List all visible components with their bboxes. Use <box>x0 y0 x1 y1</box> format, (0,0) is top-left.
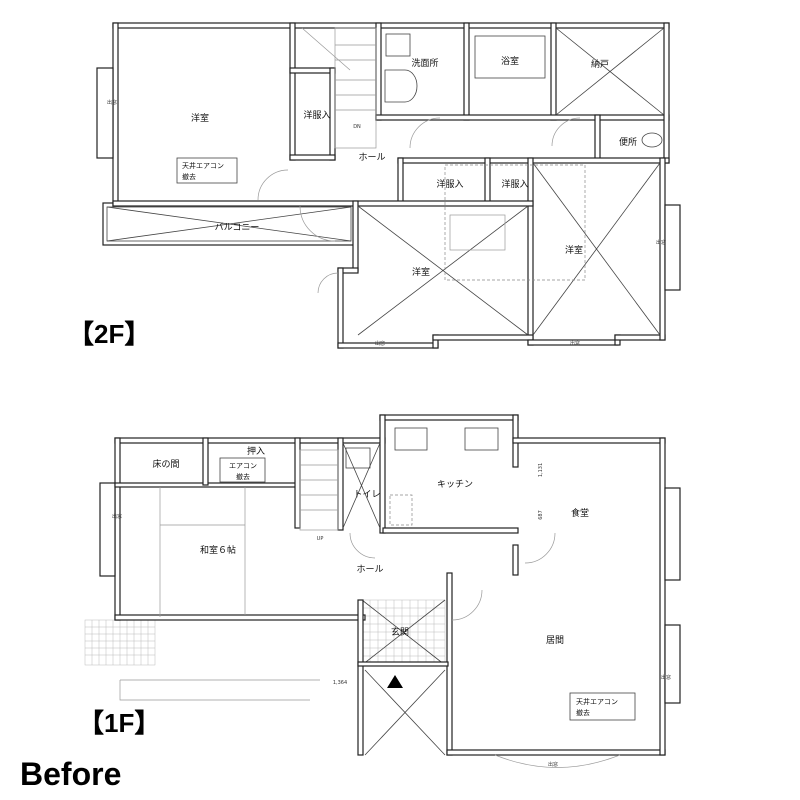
sink-icon <box>464 427 499 451</box>
bay-window-label: 出窓 <box>112 513 122 520</box>
svg-text:撤去: 撤去 <box>576 708 590 717</box>
washbasin-icon <box>384 69 418 103</box>
room-label-western-room: 洋室 <box>191 112 209 124</box>
room-label-japanese-room: 和室６帖 <box>200 544 236 556</box>
svg-text:撤去: 撤去 <box>236 472 250 481</box>
room-label-living: 居間 <box>546 635 564 646</box>
aircon-removal-note: 天井エアコン 撤去 <box>176 157 238 184</box>
floor-1-title: 【1F】 <box>78 708 160 738</box>
room-label-washroom: 洗面所 <box>411 57 438 69</box>
room-label-hall: ホール <box>356 564 383 575</box>
bay-window-label: 出窓 <box>107 99 117 106</box>
deck-grid <box>84 619 320 701</box>
floor-2-walls <box>96 22 681 349</box>
room-label-alcove: 床の間 <box>152 458 179 470</box>
living-aircon-note: 天井エアコン 撤去 <box>569 692 636 721</box>
dimension-label: 1,131 <box>538 463 544 477</box>
entrance-arrow-icon <box>387 675 403 688</box>
balcony <box>102 202 356 246</box>
floor-1-walls <box>99 414 681 756</box>
room-label-western-room: 洋室 <box>412 266 430 278</box>
dimension-label: 687 <box>538 510 544 520</box>
room-label-kitchen: キッチン <box>437 479 473 490</box>
room-label-western-room: 洋室 <box>565 244 583 256</box>
floor-1-fixtures <box>159 427 621 768</box>
svg-text:天井エアコン: 天井エアコン <box>182 161 224 170</box>
before-label: Before <box>20 756 121 792</box>
room-label-storeroom: 納戸 <box>591 58 609 70</box>
floor-2-title: 【2F】 <box>68 319 150 349</box>
room-label-closet: 洋服入 <box>501 178 528 190</box>
bathtub-icon <box>474 35 546 79</box>
toilet-icon <box>345 447 371 469</box>
toilet-icon <box>641 132 663 148</box>
room-label-closet: 洋服入 <box>303 109 330 121</box>
dimension-label: 1,364 <box>333 680 347 686</box>
floor-2-plan: 洋室 洋服入 洗面所 浴室 納戸 便所 ホール 洋服入 洋服入 洋室 洋室 バル… <box>96 22 681 349</box>
room-label-bathroom: 浴室 <box>501 55 519 67</box>
room-label-toilet: 便所 <box>619 136 637 148</box>
bay-window-label: 出窓 <box>570 340 580 347</box>
bay-window-label: 出窓 <box>656 239 666 246</box>
room-label-balcony: バルコニー <box>215 222 260 233</box>
svg-text:撤去: 撤去 <box>182 172 196 181</box>
floor-1-plan: 床の間 押入 エアコン 撤去 トイレ キッチン 食堂 和室６帖 ホール 玄関 居… <box>84 414 681 768</box>
floor-2-fixtures <box>384 33 663 148</box>
room-label-hall: ホール <box>358 152 385 163</box>
floor-2-void-lines <box>257 27 665 336</box>
bay-window-label: 出窓 <box>548 761 558 768</box>
washing-machine-icon <box>385 33 411 57</box>
stove-icon <box>394 427 428 451</box>
room-label-dining: 食堂 <box>571 507 589 519</box>
svg-text:エアコン: エアコン <box>229 462 257 470</box>
room-label-toilet: トイレ <box>353 490 380 500</box>
bay-window-label: 出窓 <box>661 674 671 681</box>
stair-direction-label: UP <box>317 536 324 542</box>
svg-text:天井エアコン: 天井エアコン <box>576 697 618 706</box>
room-label-closet: 押入 <box>247 445 265 457</box>
room-label-closet: 洋服入 <box>436 178 463 190</box>
entrance-tile <box>361 599 446 756</box>
closet-aircon-note: エアコン 撤去 <box>219 457 266 483</box>
room-label-entrance: 玄関 <box>391 626 409 638</box>
stair-direction-label: DN <box>353 124 361 130</box>
floor-2-stairs <box>301 27 377 149</box>
bay-window-label: 出窓 <box>375 340 385 347</box>
